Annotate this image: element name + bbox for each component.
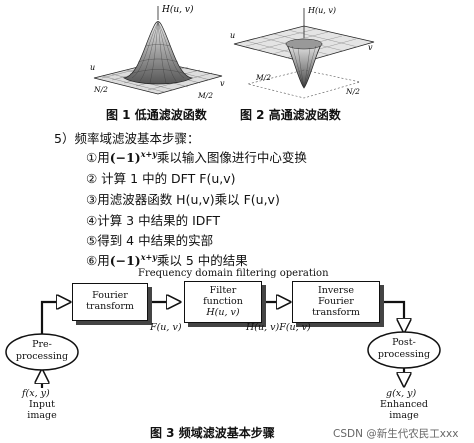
- fourier-line-1: Fourier: [92, 290, 128, 301]
- figure-2-caption: 图 2 高通滤波函数: [240, 108, 341, 122]
- enhanced-image-label: Enhanced image: [380, 399, 428, 421]
- inverse-fourier-box: Inverse Fourier transform: [292, 281, 380, 323]
- filter-line-3: H(u, v): [206, 307, 240, 318]
- post-processing-label: Post- processing: [377, 337, 431, 360]
- hf-label: H(u, v)F(u, v): [246, 322, 311, 333]
- filter-function-box: Filter function H(u, v): [184, 281, 262, 323]
- lowpass-axis-h: H(u, v): [161, 4, 194, 15]
- figure-1-caption: 图 1 低通滤波函数: [106, 108, 207, 122]
- highpass-axis-u: u: [230, 31, 235, 40]
- highpass-tick-left: M/2: [255, 73, 271, 82]
- highpass-tick-right: N/2: [345, 87, 360, 96]
- filter-line-2: function: [203, 296, 243, 307]
- step-3: ③用滤波器函数 H(u,v)乘以 F(u,v): [86, 192, 280, 207]
- step-1: ①用(−1)x+y乘以输入图像进行中心变换: [86, 148, 307, 165]
- filter-line-1: Filter: [209, 285, 237, 296]
- step-2: ② 计算 1 中的 DFT F(u,v): [86, 171, 236, 186]
- highpass-axis-v: v: [368, 43, 373, 52]
- step-6: ⑥用(−1)x+y乘以 5 中的结果: [86, 251, 248, 268]
- lowpass-tick-right: M/2: [197, 91, 213, 100]
- csdn-watermark: CSDN @新生代农民工xxx: [333, 428, 459, 440]
- lowpass-axis-v: v: [220, 79, 225, 88]
- figure-3-caption: 图 3 频域滤波基本步骤: [150, 426, 275, 440]
- fuv-label: F(u, v): [150, 322, 182, 333]
- inverse-line-1: Inverse: [318, 285, 354, 296]
- post-processing-ellipse: [367, 331, 441, 369]
- highpass-axis-h: H(u, v): [307, 6, 336, 15]
- fourier-transform-box: Fourier transform: [72, 283, 148, 321]
- steps-title: 5）频率域滤波基本步骤：: [54, 131, 200, 146]
- inverse-line-3: transform: [312, 307, 360, 318]
- diagram-title: Frequency domain filtering operation: [138, 268, 329, 279]
- inverse-line-2: Fourier: [318, 296, 354, 307]
- lowpass-tick-left: N/2: [93, 85, 108, 94]
- fourier-line-2: transform: [86, 301, 134, 312]
- highpass-filter-plot: H(u, v) v u M/2 N/2: [230, 6, 375, 99]
- fxy-label: f(x, y): [22, 388, 50, 399]
- step-5: ⑤得到 4 中结果的实部: [86, 233, 214, 248]
- pre-processing-label: Pre- processing: [15, 339, 69, 362]
- lowpass-axis-u: u: [90, 63, 95, 72]
- pre-processing-ellipse: [5, 333, 79, 371]
- input-image-label: Input image: [27, 399, 57, 421]
- lowpass-filter-plot: H(u, v) v u N/2 M/2: [90, 4, 225, 100]
- step-4: ④计算 3 中结果的 IDFT: [86, 213, 220, 228]
- gxy-label: g(x, y): [386, 388, 417, 399]
